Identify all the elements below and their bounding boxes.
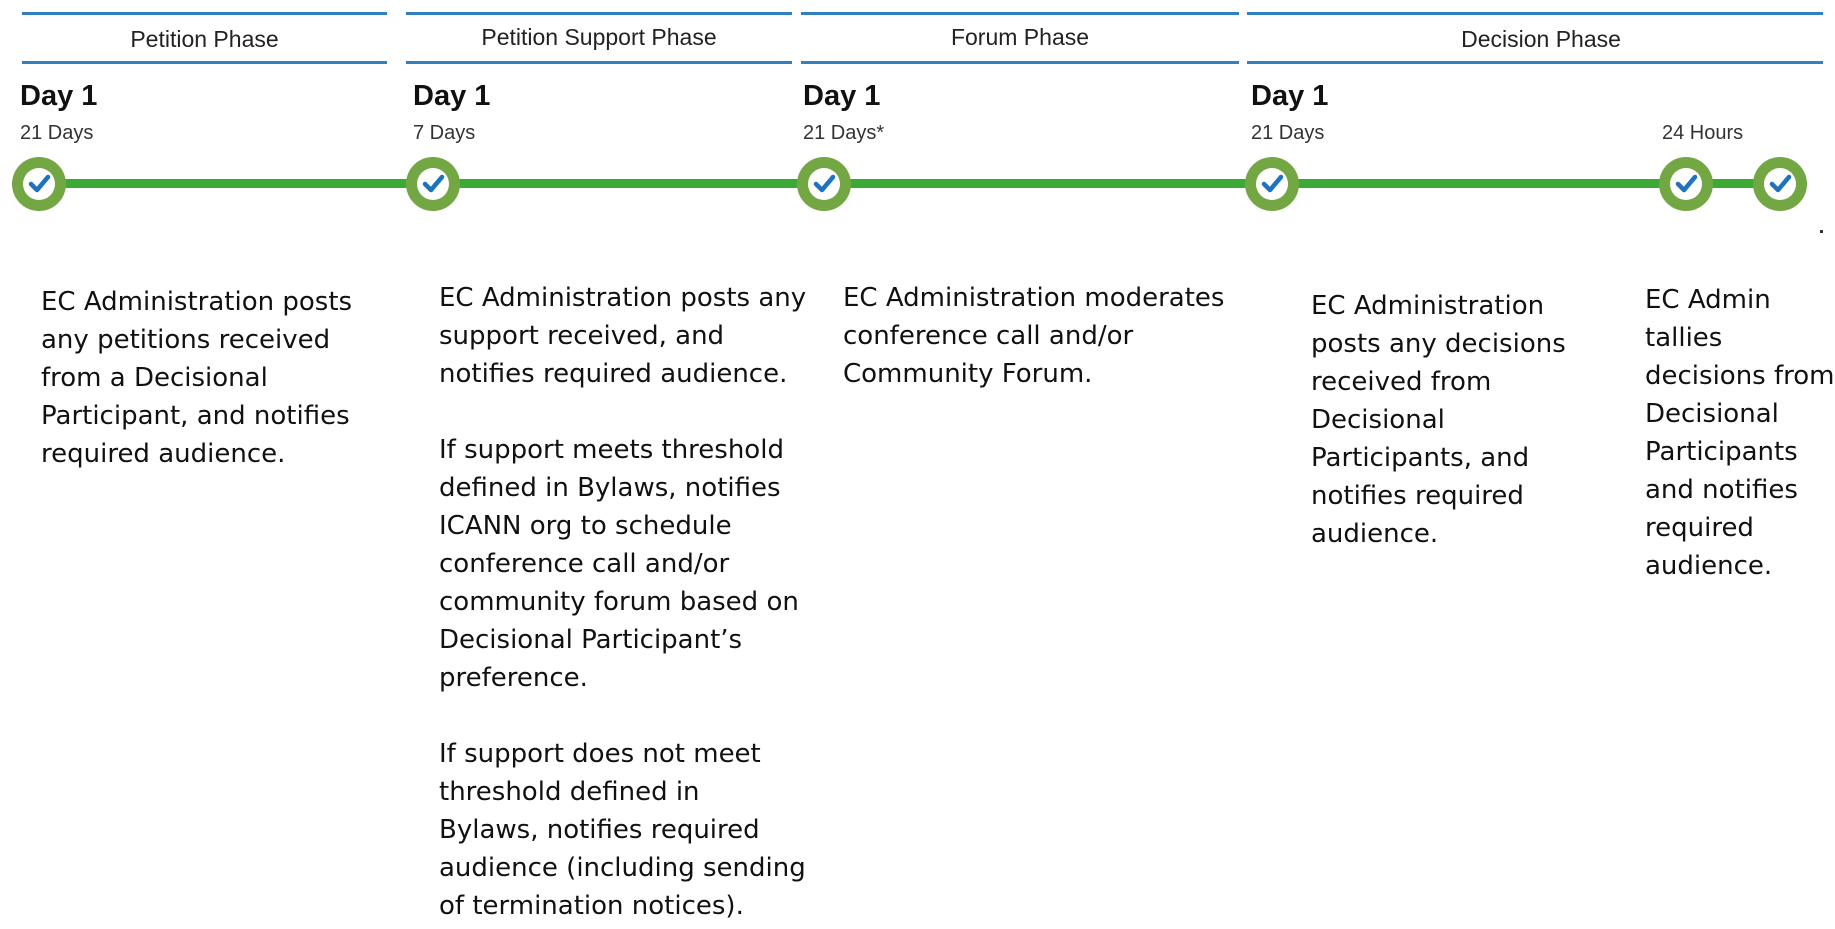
- duration-petition: 21 Days: [20, 122, 94, 144]
- description-paragraph-3: If support does not meet threshold defin…: [439, 739, 806, 921]
- header-rule-top: [801, 12, 1239, 15]
- duration-forum: 21 Days*: [803, 122, 885, 144]
- description-forum: EC Administration moderates conference c…: [843, 279, 1224, 393]
- description-paragraph-1: EC Administration posts any support rece…: [439, 283, 807, 389]
- check-circle-icon: [813, 174, 836, 193]
- stray-dot: [1820, 230, 1823, 233]
- description-petition-support: EC Administration posts any support rece…: [439, 279, 806, 925]
- header-rule-bottom: [22, 61, 387, 64]
- description-text: EC Administration moderates conference c…: [843, 283, 1225, 389]
- check-circle-icon: [28, 174, 51, 193]
- phase-title: Decision Phase: [1461, 26, 1621, 52]
- duration-petition-support: 7 Days: [413, 122, 476, 144]
- description-decision: EC Administration posts any decisions re…: [1311, 287, 1566, 553]
- description-text: EC Administration posts any petitions re…: [41, 287, 353, 469]
- milestone-marker-forum: [797, 157, 851, 211]
- duration-final: 24 Hours: [1662, 122, 1744, 144]
- description-text: EC Administration posts any decisions re…: [1311, 291, 1566, 549]
- duration-decision: 21 Days: [1251, 122, 1325, 144]
- phase-header-decision: Decision Phase: [1247, 12, 1835, 64]
- milestone-marker-final: [1753, 157, 1807, 211]
- check-circle-icon: [1769, 174, 1792, 193]
- description-text: EC Admin tallies decisions from Decision…: [1645, 285, 1835, 581]
- phase-header-petition-support: Petition Support Phase: [406, 12, 792, 64]
- header-rule-bottom: [801, 61, 1239, 64]
- milestone-marker-tally: [1659, 157, 1713, 211]
- description-petition: EC Administration posts any petitions re…: [41, 283, 352, 473]
- header-rule-top: [406, 12, 792, 15]
- milestone-marker-petition: [12, 157, 66, 211]
- header-rule-bottom: [1247, 61, 1835, 64]
- phase-title: Petition Phase: [130, 26, 279, 52]
- check-circle-icon: [422, 174, 445, 193]
- day-label-decision: Day 1: [1251, 80, 1329, 112]
- header-rule-top: [1247, 12, 1835, 15]
- check-circle-icon: [1261, 174, 1284, 193]
- day-label-petition: Day 1: [20, 80, 98, 112]
- header-rule-top: [22, 12, 387, 15]
- milestone-marker-decision: [1245, 157, 1299, 211]
- phase-header-forum: Forum Phase: [801, 12, 1239, 64]
- day-label-forum: Day 1: [803, 80, 881, 112]
- day-label-petition-support: Day 1: [413, 80, 491, 112]
- timeline-track: [40, 179, 1792, 188]
- milestone-marker-petition-support: [406, 157, 460, 211]
- phase-header-petition: Petition Phase: [22, 12, 387, 64]
- phase-title: Petition Support Phase: [481, 24, 717, 50]
- phase-title: Forum Phase: [950, 24, 1090, 50]
- header-rule-bottom: [406, 61, 792, 64]
- description-paragraph-2: If support meets threshold defined in By…: [439, 435, 799, 693]
- description-tally: EC Admin tallies decisions from Decision…: [1645, 281, 1835, 585]
- check-circle-icon: [1675, 174, 1698, 193]
- right-edge-mask: [1823, 0, 1835, 240]
